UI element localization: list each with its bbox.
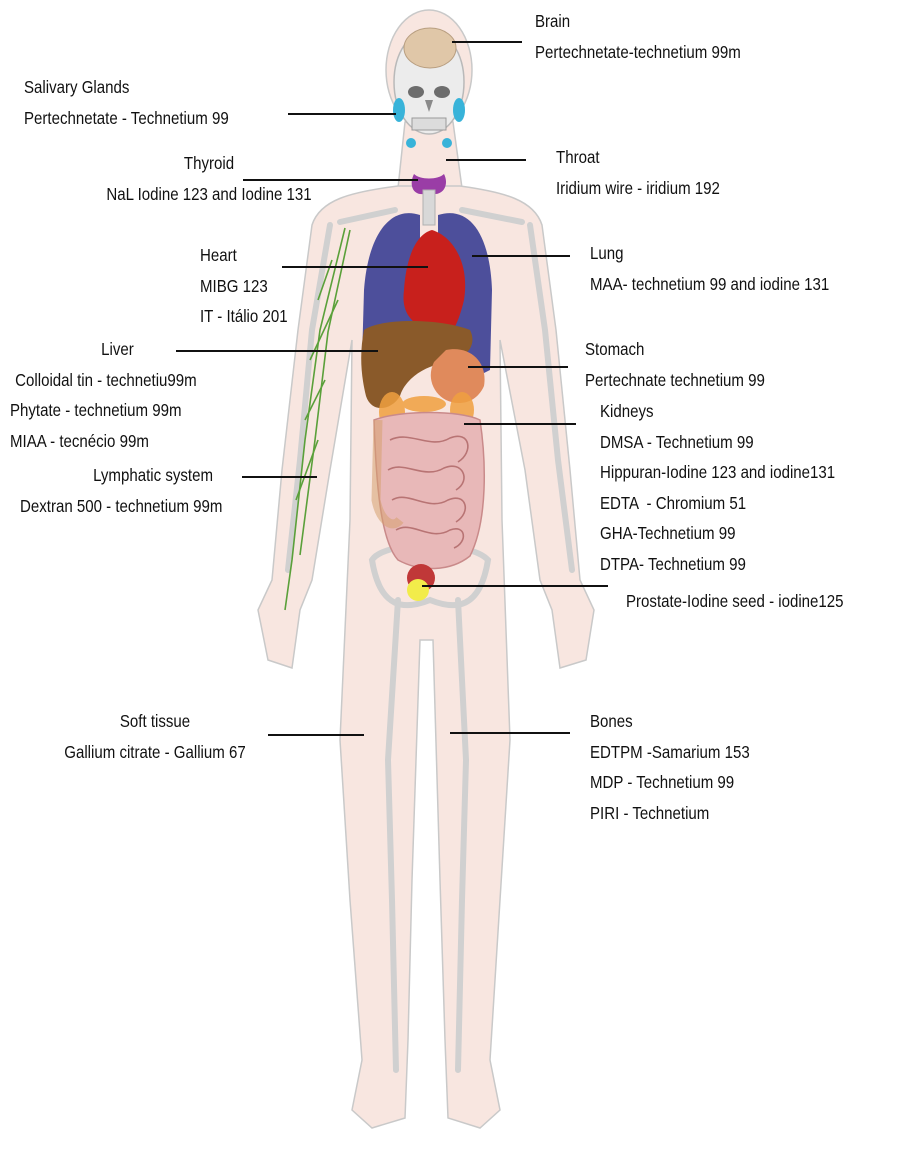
bones-agent-2: MDP - Technetium 99 <box>590 767 750 798</box>
label-stomach: Stomach Pertechnate technetium 99 <box>585 334 765 395</box>
label-soft-tissue: Soft tissue Gallium citrate - Gallium 67 <box>39 706 271 767</box>
heart-organ-name: Heart <box>200 240 288 271</box>
lymphatic-agent: Dextran 500 - technetium 99m <box>20 491 222 522</box>
lung-agent: MAA- technetium 99 and iodine 131 <box>590 269 829 300</box>
label-kidneys: Kidneys DMSA - Technetium 99 Hippuran-Io… <box>600 396 835 579</box>
label-heart: Heart MIBG 123 IT - Itálio 201 <box>200 240 288 332</box>
label-lymphatic-system: Lymphatic system Dextran 500 - technetiu… <box>20 460 222 521</box>
brain-agent: Pertechnetate-technetium 99m <box>535 37 741 68</box>
throat-agent: Iridium wire - iridium 192 <box>556 173 720 204</box>
prostate-organ-name: Prostate-Iodine seed - iodine125 <box>626 586 844 617</box>
label-prostate: Prostate-Iodine seed - iodine125 <box>626 586 844 617</box>
liver-organ-name: Liver <box>10 334 197 365</box>
kidneys-agent-4: GHA-Technetium 99 <box>600 518 835 549</box>
liver-agent-2: Phytate - technetium 99m <box>10 395 197 426</box>
soft-tissue-organ-name: Soft tissue <box>39 706 271 737</box>
label-bones: Bones EDTPM -Samarium 153 MDP - Techneti… <box>590 706 750 828</box>
stomach-organ-name: Stomach <box>585 334 765 365</box>
brain-organ-name: Brain <box>535 6 741 37</box>
trachea <box>423 190 435 225</box>
throat-organ-name: Throat <box>556 142 720 173</box>
kidneys-agent-3: EDTA - Chromium 51 <box>600 488 835 519</box>
heart-agent-1: MIBG 123 <box>200 271 288 302</box>
kidneys-agent-1: DMSA - Technetium 99 <box>600 427 835 458</box>
salivary-agent: Pertechnetate - Technetium 99 <box>24 103 229 134</box>
heart-agent-2: IT - Itálio 201 <box>200 301 288 332</box>
prostate-iodine-seed <box>407 579 429 601</box>
skull <box>394 28 464 134</box>
label-salivary-glands: Salivary Glands Pertechnetate - Techneti… <box>24 72 229 133</box>
salivary-organ-name: Salivary Glands <box>24 72 229 103</box>
label-brain: Brain Pertechnetate-technetium 99m <box>535 6 741 67</box>
label-throat: Throat Iridium wire - iridium 192 <box>556 142 720 203</box>
lung-organ-name: Lung <box>590 238 829 269</box>
label-lung: Lung MAA- technetium 99 and iodine 131 <box>590 238 829 299</box>
lymphatic-organ-name: Lymphatic system <box>20 460 222 491</box>
label-liver: Liver Colloidal tin - technetiu99m Phyta… <box>10 334 197 456</box>
liver-agent-1: Colloidal tin - technetiu99m <box>10 365 197 396</box>
stomach-agent: Pertechnate technetium 99 <box>585 365 765 396</box>
intestines <box>374 413 484 569</box>
soft-tissue-agent: Gallium citrate - Gallium 67 <box>39 737 271 768</box>
kidneys-organ-name: Kidneys <box>600 396 835 427</box>
thyroid-agent: NaL Iodine 123 and Iodine 131 <box>67 179 351 210</box>
bones-organ-name: Bones <box>590 706 750 737</box>
bones-agent-1: EDTPM -Samarium 153 <box>590 737 750 768</box>
kidneys-agent-2: Hippuran-Iodine 123 and iodine131 <box>600 457 835 488</box>
thyroid-organ-name: Thyroid <box>67 148 351 179</box>
bones-agent-3: PIRI - Technetium <box>590 798 750 829</box>
liver-agent-3: MIAA - tecnécio 99m <box>10 426 197 457</box>
kidneys-agent-5: DTPA- Technetium 99 <box>600 549 835 580</box>
label-thyroid: Thyroid NaL Iodine 123 and Iodine 131 <box>67 148 351 209</box>
